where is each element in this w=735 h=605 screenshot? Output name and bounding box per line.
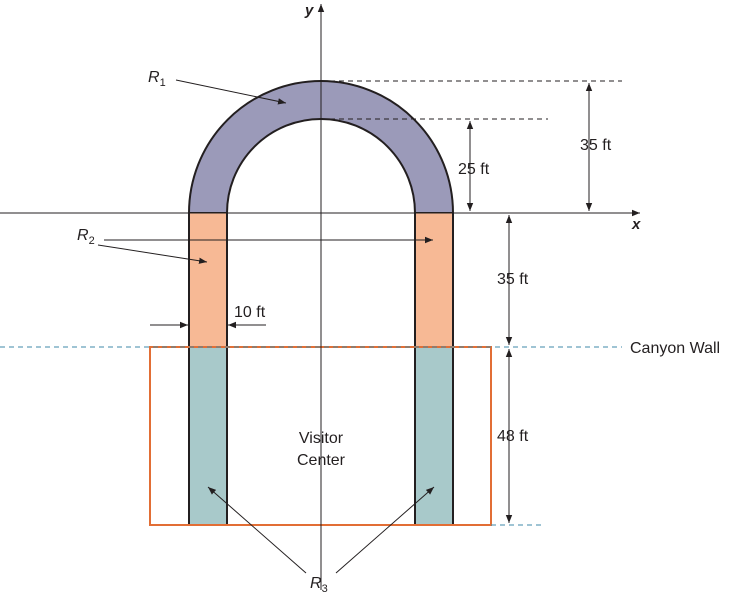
r3-pointer-arrow-right: [335, 486, 435, 574]
r1-pointer-arrow: [175, 79, 287, 105]
visitor-center-label-line2: Center: [297, 452, 346, 469]
svg-text:R2: R2: [77, 227, 95, 247]
leg-above-wall-label: 35 ft: [497, 271, 529, 288]
canyon-wall-label: Canyon Wall: [630, 340, 720, 357]
region-r1-arch: [187, 80, 455, 214]
region-r2-left-leg: [189, 213, 227, 347]
region-r1-label: R1: [148, 69, 166, 89]
x-axis-label: x: [631, 216, 641, 233]
y-axis-label: y: [304, 2, 314, 19]
region-r2-label: R2: [77, 227, 95, 247]
outer-radius-label: 35 ft: [580, 137, 612, 154]
r3-pointer-arrow-left: [207, 486, 307, 574]
inner-radius-label: 25 ft: [458, 161, 490, 178]
region-r3-left-leg: [189, 347, 227, 525]
center-depth-label: 48 ft: [497, 428, 529, 445]
svg-text:R3: R3: [310, 575, 328, 595]
region-r3-right-leg: [415, 347, 453, 525]
visitor-center-label-line1: Visitor: [299, 430, 344, 447]
region-r2-right-leg: [415, 213, 453, 347]
region-r3-label: R3: [310, 575, 328, 595]
leg-outlines: [188, 213, 454, 525]
width-label: 10 ft: [234, 304, 266, 321]
r2-pointer-arrow-left: [97, 244, 208, 264]
svg-text:R1: R1: [148, 69, 166, 89]
